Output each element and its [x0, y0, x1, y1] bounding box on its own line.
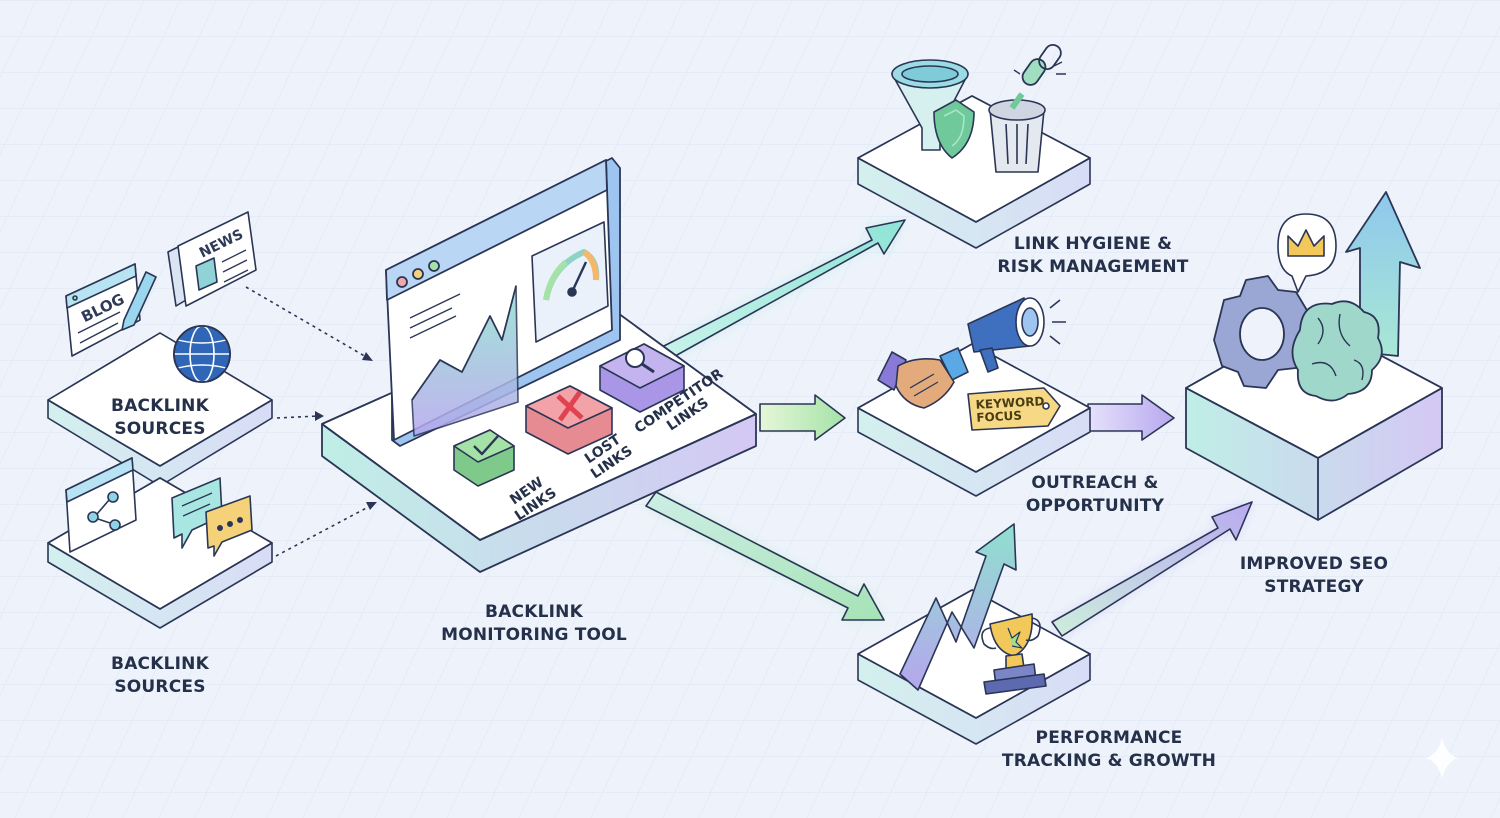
line-chart-icon	[411, 285, 519, 437]
outreach-line-2: OPPORTUNITY	[1025, 496, 1165, 516]
shield-icon	[933, 99, 975, 159]
hygiene-line-1: LINK HYGIENE &	[1013, 234, 1173, 254]
outreach-label: OUTREACH & OPPORTUNITY	[1010, 472, 1180, 518]
result-label: IMPROVED SEO STRATEGY	[1226, 553, 1402, 599]
trophy-icon	[981, 613, 1047, 695]
sources-bottom-line-2: SOURCES	[114, 677, 206, 697]
newspaper-icon	[167, 211, 257, 307]
performance-line-2: TRACKING & GROWTH	[1001, 751, 1217, 771]
tile-competitor-links	[599, 343, 685, 413]
globe-icon	[173, 325, 231, 383]
pencil-icon	[121, 271, 157, 331]
funnel-icon	[891, 59, 969, 151]
trash-can-icon	[988, 99, 1046, 173]
megaphone-icon	[967, 297, 1066, 373]
share-icon	[65, 457, 137, 553]
brain-icon	[1291, 300, 1383, 402]
crown-icon	[1277, 213, 1337, 293]
arrow-outreach-to-result	[1087, 394, 1175, 441]
hygiene-label: LINK HYGIENE & RISK MANAGEMENT	[988, 233, 1198, 279]
sources-top-line-1: BACKLINK	[111, 396, 209, 416]
dashed-arrowheads	[315, 352, 377, 510]
arrow-performance-to-result	[1051, 501, 1253, 637]
tile-new-links	[453, 429, 515, 487]
keyword-focus-tag: KEYWORD FOCUS	[975, 394, 1045, 425]
tool-label: BACKLINK MONITORING TOOL	[424, 601, 644, 647]
performance-label: PERFORMANCE TRACKING & GROWTH	[996, 727, 1222, 773]
arrow-to-hygiene	[659, 219, 906, 361]
blog-icon	[65, 263, 141, 357]
gauge-icon	[531, 221, 609, 343]
sources-top-label: BACKLINK SOURCES	[100, 395, 220, 441]
result-line-2: STRATEGY	[1264, 577, 1364, 597]
tool-line-2: MONITORING TOOL	[441, 625, 627, 645]
sources-top-line-2: SOURCES	[114, 419, 206, 439]
handshake-icon	[877, 347, 969, 409]
sources-bottom-label: BACKLINK SOURCES	[100, 653, 220, 699]
dashed-connectors	[245, 286, 373, 557]
arrow-to-performance	[645, 491, 885, 621]
performance-line-1: PERFORMANCE	[1035, 728, 1183, 748]
chat-bubbles-icon	[171, 477, 253, 557]
result-line-1: IMPROVED SEO	[1239, 554, 1389, 574]
growth-chart-icon	[899, 523, 1017, 691]
hygiene-line-2: RISK MANAGEMENT	[997, 257, 1189, 277]
outreach-line-1: OUTREACH &	[1031, 473, 1159, 493]
tool-line-1: BACKLINK	[485, 602, 583, 622]
tile-lost-links	[525, 385, 613, 455]
sparkle-icon	[1426, 738, 1458, 778]
broken-chain-icon	[1009, 44, 1066, 110]
arrow-to-outreach	[759, 394, 846, 441]
tag-icon	[967, 387, 1061, 431]
sources-bottom-line-1: BACKLINK	[111, 654, 209, 674]
